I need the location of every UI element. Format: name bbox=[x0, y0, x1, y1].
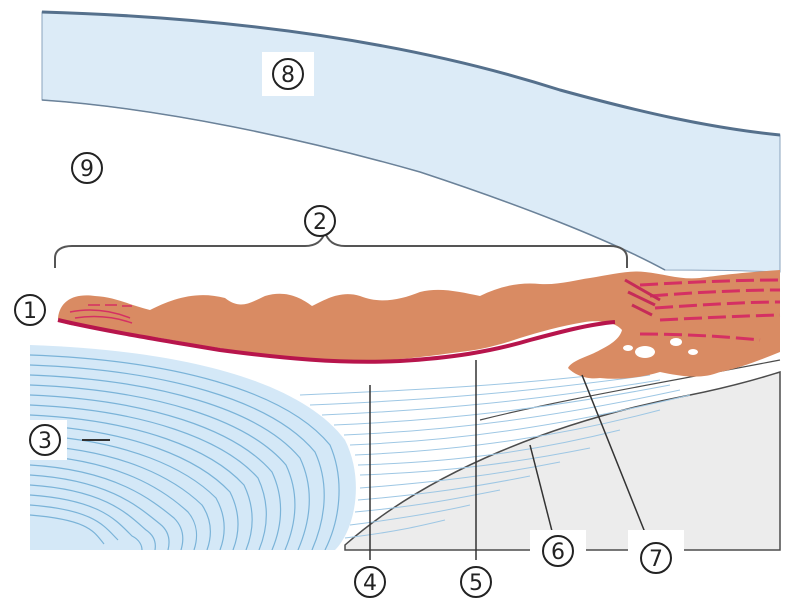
svg-text:6: 6 bbox=[551, 540, 565, 565]
svg-text:8: 8 bbox=[281, 63, 295, 88]
label-marker-8: 8 bbox=[262, 52, 314, 96]
svg-text:1: 1 bbox=[23, 299, 37, 324]
label-marker-4: 4 bbox=[355, 567, 385, 597]
label-marker-7: 7 bbox=[628, 530, 684, 576]
anterior-chamber-brace bbox=[55, 232, 627, 268]
label-marker-3: 3 bbox=[15, 420, 67, 460]
label-marker-1: 1 bbox=[15, 295, 45, 325]
svg-text:7: 7 bbox=[649, 547, 663, 572]
svg-text:4: 4 bbox=[363, 571, 377, 596]
svg-text:3: 3 bbox=[38, 429, 52, 454]
svg-text:2: 2 bbox=[313, 210, 327, 235]
label-marker-5: 5 bbox=[461, 567, 491, 597]
label-marker-9: 9 bbox=[72, 153, 102, 183]
ciliary-body-region bbox=[345, 372, 780, 550]
label-marker-6: 6 bbox=[530, 530, 586, 572]
svg-text:9: 9 bbox=[80, 157, 94, 182]
svg-text:5: 5 bbox=[469, 571, 483, 596]
label-marker-2: 2 bbox=[305, 206, 335, 236]
